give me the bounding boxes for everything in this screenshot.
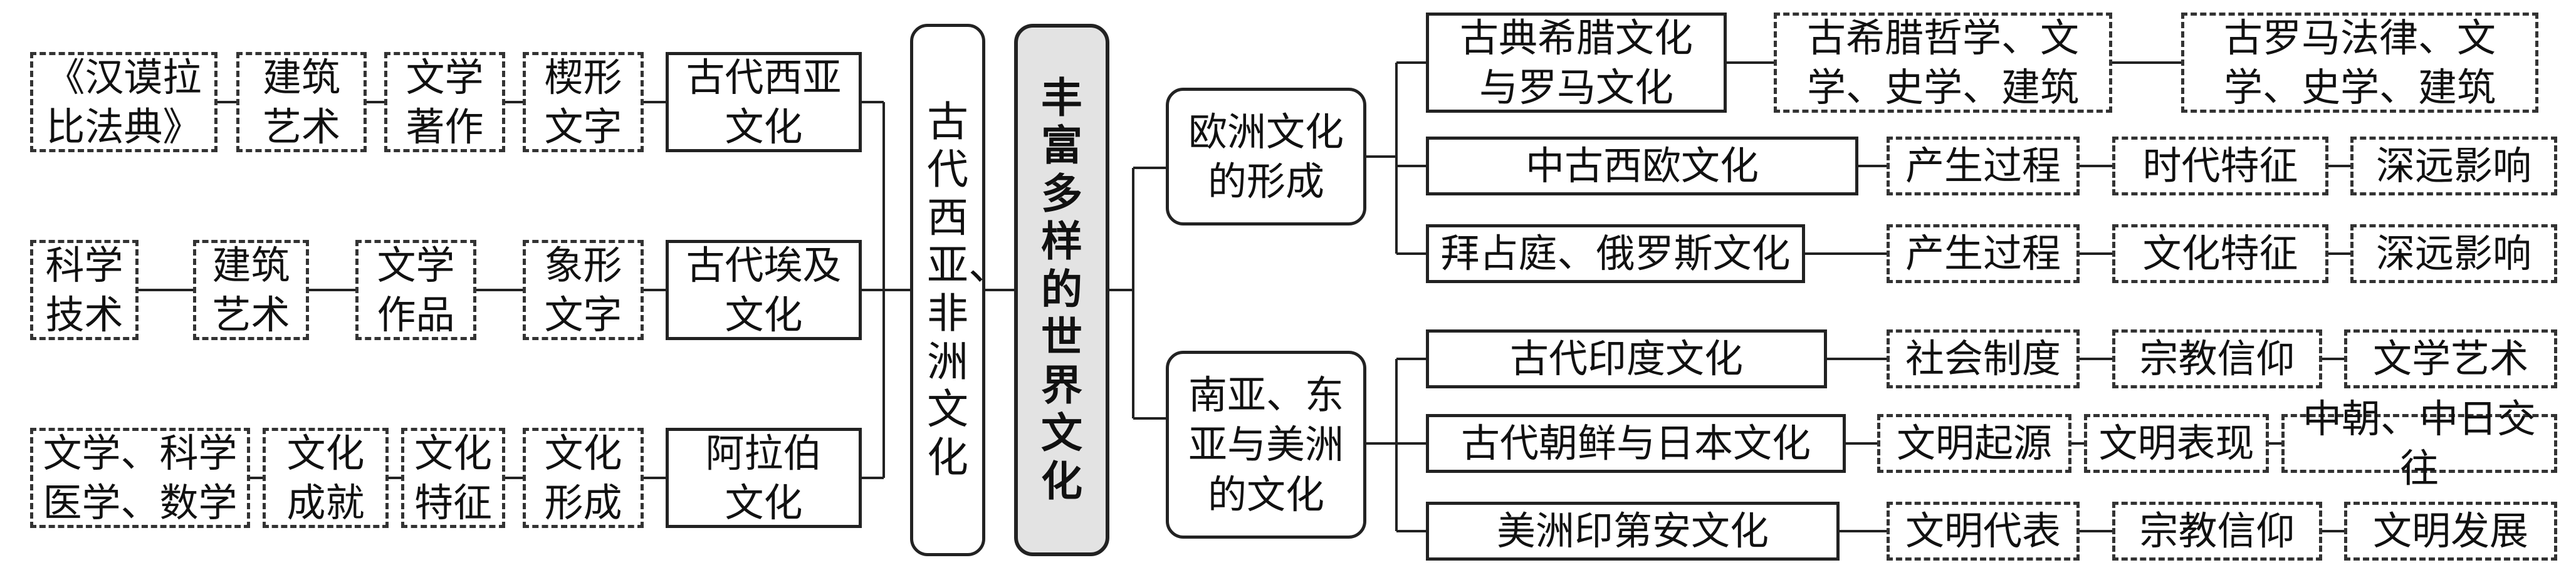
greek-item-label: 古希腊哲学、文学、史学、建筑 bbox=[1806, 14, 2079, 110]
india-item-label: 社会制度 bbox=[1905, 336, 2061, 382]
egypt-item-label: 科学技术 bbox=[45, 242, 123, 338]
west-asia-item-label: 建筑艺术 bbox=[262, 54, 340, 150]
americas-item-label: 文明发展 bbox=[2372, 508, 2528, 554]
korea-japan-item-label: 文明表现 bbox=[2098, 420, 2254, 467]
americas-item-development: 文明发展 bbox=[2344, 502, 2557, 561]
arab-item-fields: 文学、科学医学、数学 bbox=[30, 428, 250, 528]
west-asia-node: 古代西亚文化 bbox=[666, 52, 862, 152]
egypt-item-label: 文学作品 bbox=[377, 242, 455, 338]
americas-item-religion: 宗教信仰 bbox=[2112, 502, 2322, 561]
americas-item-representative: 文明代表 bbox=[1887, 502, 2080, 561]
medieval-item-impact: 深远影响 bbox=[2350, 137, 2557, 195]
west-asia-africa-label: 古代西亚、非洲文化 bbox=[927, 97, 1010, 482]
medieval-item-features: 时代特征 bbox=[2112, 137, 2328, 195]
egypt-item-science: 科学技术 bbox=[30, 240, 139, 340]
korea-japan-item-expression: 文明表现 bbox=[2084, 414, 2269, 473]
korea-japan-item-origin: 文明起源 bbox=[1877, 414, 2071, 473]
west-asia-item-cuneiform: 楔形文字 bbox=[523, 52, 644, 152]
asia-america-node: 南亚、东亚与美洲的文化 bbox=[1166, 351, 1366, 539]
roman-item-detail: 古罗马法律、文学、史学、建筑 bbox=[2181, 13, 2538, 113]
west-asia-item-code: 《汉谟拉比法典》 bbox=[30, 52, 217, 152]
korea-japan-item-exchange: 中朝、中日交往 bbox=[2281, 396, 2557, 491]
india-item-society: 社会制度 bbox=[1887, 329, 2080, 388]
west-asia-item-literature: 文学著作 bbox=[384, 52, 505, 152]
greek-roman-label: 古典希腊文化与罗马文化 bbox=[1459, 14, 1693, 110]
arab-item-achievements: 文化成就 bbox=[263, 428, 389, 528]
arab-node: 阿拉伯文化 bbox=[666, 428, 862, 528]
egypt-item-hieroglyph: 象形文字 bbox=[523, 240, 644, 340]
byzantine-item-label: 深远影响 bbox=[2375, 230, 2531, 277]
root-label: 丰富多样的世界文化 bbox=[1041, 73, 1082, 505]
arab-item-label: 文化特征 bbox=[414, 430, 492, 526]
medieval-item-label: 产生过程 bbox=[1905, 143, 2061, 189]
arab-label: 阿拉伯文化 bbox=[705, 430, 822, 526]
arab-item-label: 文化形成 bbox=[544, 430, 622, 526]
byzantine-item-label: 文化特征 bbox=[2142, 230, 2298, 277]
asia-america-label: 南亚、东亚与美洲的文化 bbox=[1188, 371, 1344, 517]
india-item-label: 宗教信仰 bbox=[2139, 336, 2295, 382]
greek-roman-node: 古典希腊文化与罗马文化 bbox=[1426, 13, 1727, 113]
americas-item-label: 文明代表 bbox=[1905, 508, 2061, 554]
west-asia-africa-node: 古代西亚、非洲文化 bbox=[910, 24, 1010, 556]
byzantine-label: 拜占庭、俄罗斯文化 bbox=[1440, 230, 1791, 277]
korea-japan-node: 古代朝鲜与日本文化 bbox=[1426, 414, 1846, 473]
europe-label: 欧洲文化的形成 bbox=[1188, 108, 1344, 204]
medieval-label: 中古西欧文化 bbox=[1525, 143, 1759, 189]
west-asia-label: 古代西亚文化 bbox=[686, 54, 842, 150]
india-item-religion: 宗教信仰 bbox=[2112, 329, 2322, 388]
korea-japan-label: 古代朝鲜与日本文化 bbox=[1460, 420, 1811, 467]
greek-item-detail: 古希腊哲学、文学、史学、建筑 bbox=[1774, 13, 2112, 113]
byzantine-item-features: 文化特征 bbox=[2112, 224, 2328, 283]
india-label: 古代印度文化 bbox=[1509, 336, 1743, 382]
arab-item-formation: 文化形成 bbox=[523, 428, 644, 528]
india-item-label: 文学艺术 bbox=[2372, 336, 2528, 382]
west-asia-item-label: 《汉谟拉比法典》 bbox=[46, 54, 202, 150]
medieval-item-label: 深远影响 bbox=[2375, 143, 2531, 189]
egypt-item-label: 象形文字 bbox=[544, 242, 622, 338]
americas-item-label: 宗教信仰 bbox=[2139, 508, 2295, 554]
americas-label: 美洲印第安文化 bbox=[1496, 508, 1769, 554]
india-node: 古代印度文化 bbox=[1426, 329, 1827, 388]
arab-item-features: 文化特征 bbox=[401, 428, 505, 528]
medieval-item-label: 时代特征 bbox=[2142, 143, 2298, 189]
egypt-item-label: 建筑艺术 bbox=[212, 242, 290, 338]
arab-item-label: 文化成就 bbox=[286, 430, 365, 526]
medieval-item-origin: 产生过程 bbox=[1887, 137, 2080, 195]
egypt-label: 古代埃及文化 bbox=[686, 242, 842, 338]
korea-japan-item-label: 中朝、中日交往 bbox=[2302, 395, 2536, 491]
medieval-node: 中古西欧文化 bbox=[1426, 137, 1858, 195]
egypt-item-architecture: 建筑艺术 bbox=[193, 240, 309, 340]
west-asia-item-label: 楔形文字 bbox=[544, 54, 622, 150]
roman-item-label: 古罗马法律、文学、史学、建筑 bbox=[2223, 14, 2496, 110]
arab-item-label: 文学、科学医学、数学 bbox=[43, 430, 238, 526]
europe-node: 欧洲文化的形成 bbox=[1166, 88, 1366, 225]
egypt-item-literature: 文学作品 bbox=[355, 240, 476, 340]
west-asia-item-architecture: 建筑艺术 bbox=[236, 52, 367, 152]
byzantine-item-label: 产生过程 bbox=[1905, 230, 2061, 277]
india-item-arts: 文学艺术 bbox=[2344, 329, 2557, 388]
byzantine-node: 拜占庭、俄罗斯文化 bbox=[1426, 224, 1805, 283]
byzantine-item-impact: 深远影响 bbox=[2350, 224, 2557, 283]
korea-japan-item-label: 文明起源 bbox=[1896, 420, 2052, 467]
byzantine-item-origin: 产生过程 bbox=[1887, 224, 2080, 283]
americas-node: 美洲印第安文化 bbox=[1426, 502, 1840, 561]
root-node: 丰富多样的世界文化 bbox=[1014, 24, 1109, 556]
west-asia-item-label: 文学著作 bbox=[406, 54, 484, 150]
egypt-node: 古代埃及文化 bbox=[666, 240, 862, 340]
